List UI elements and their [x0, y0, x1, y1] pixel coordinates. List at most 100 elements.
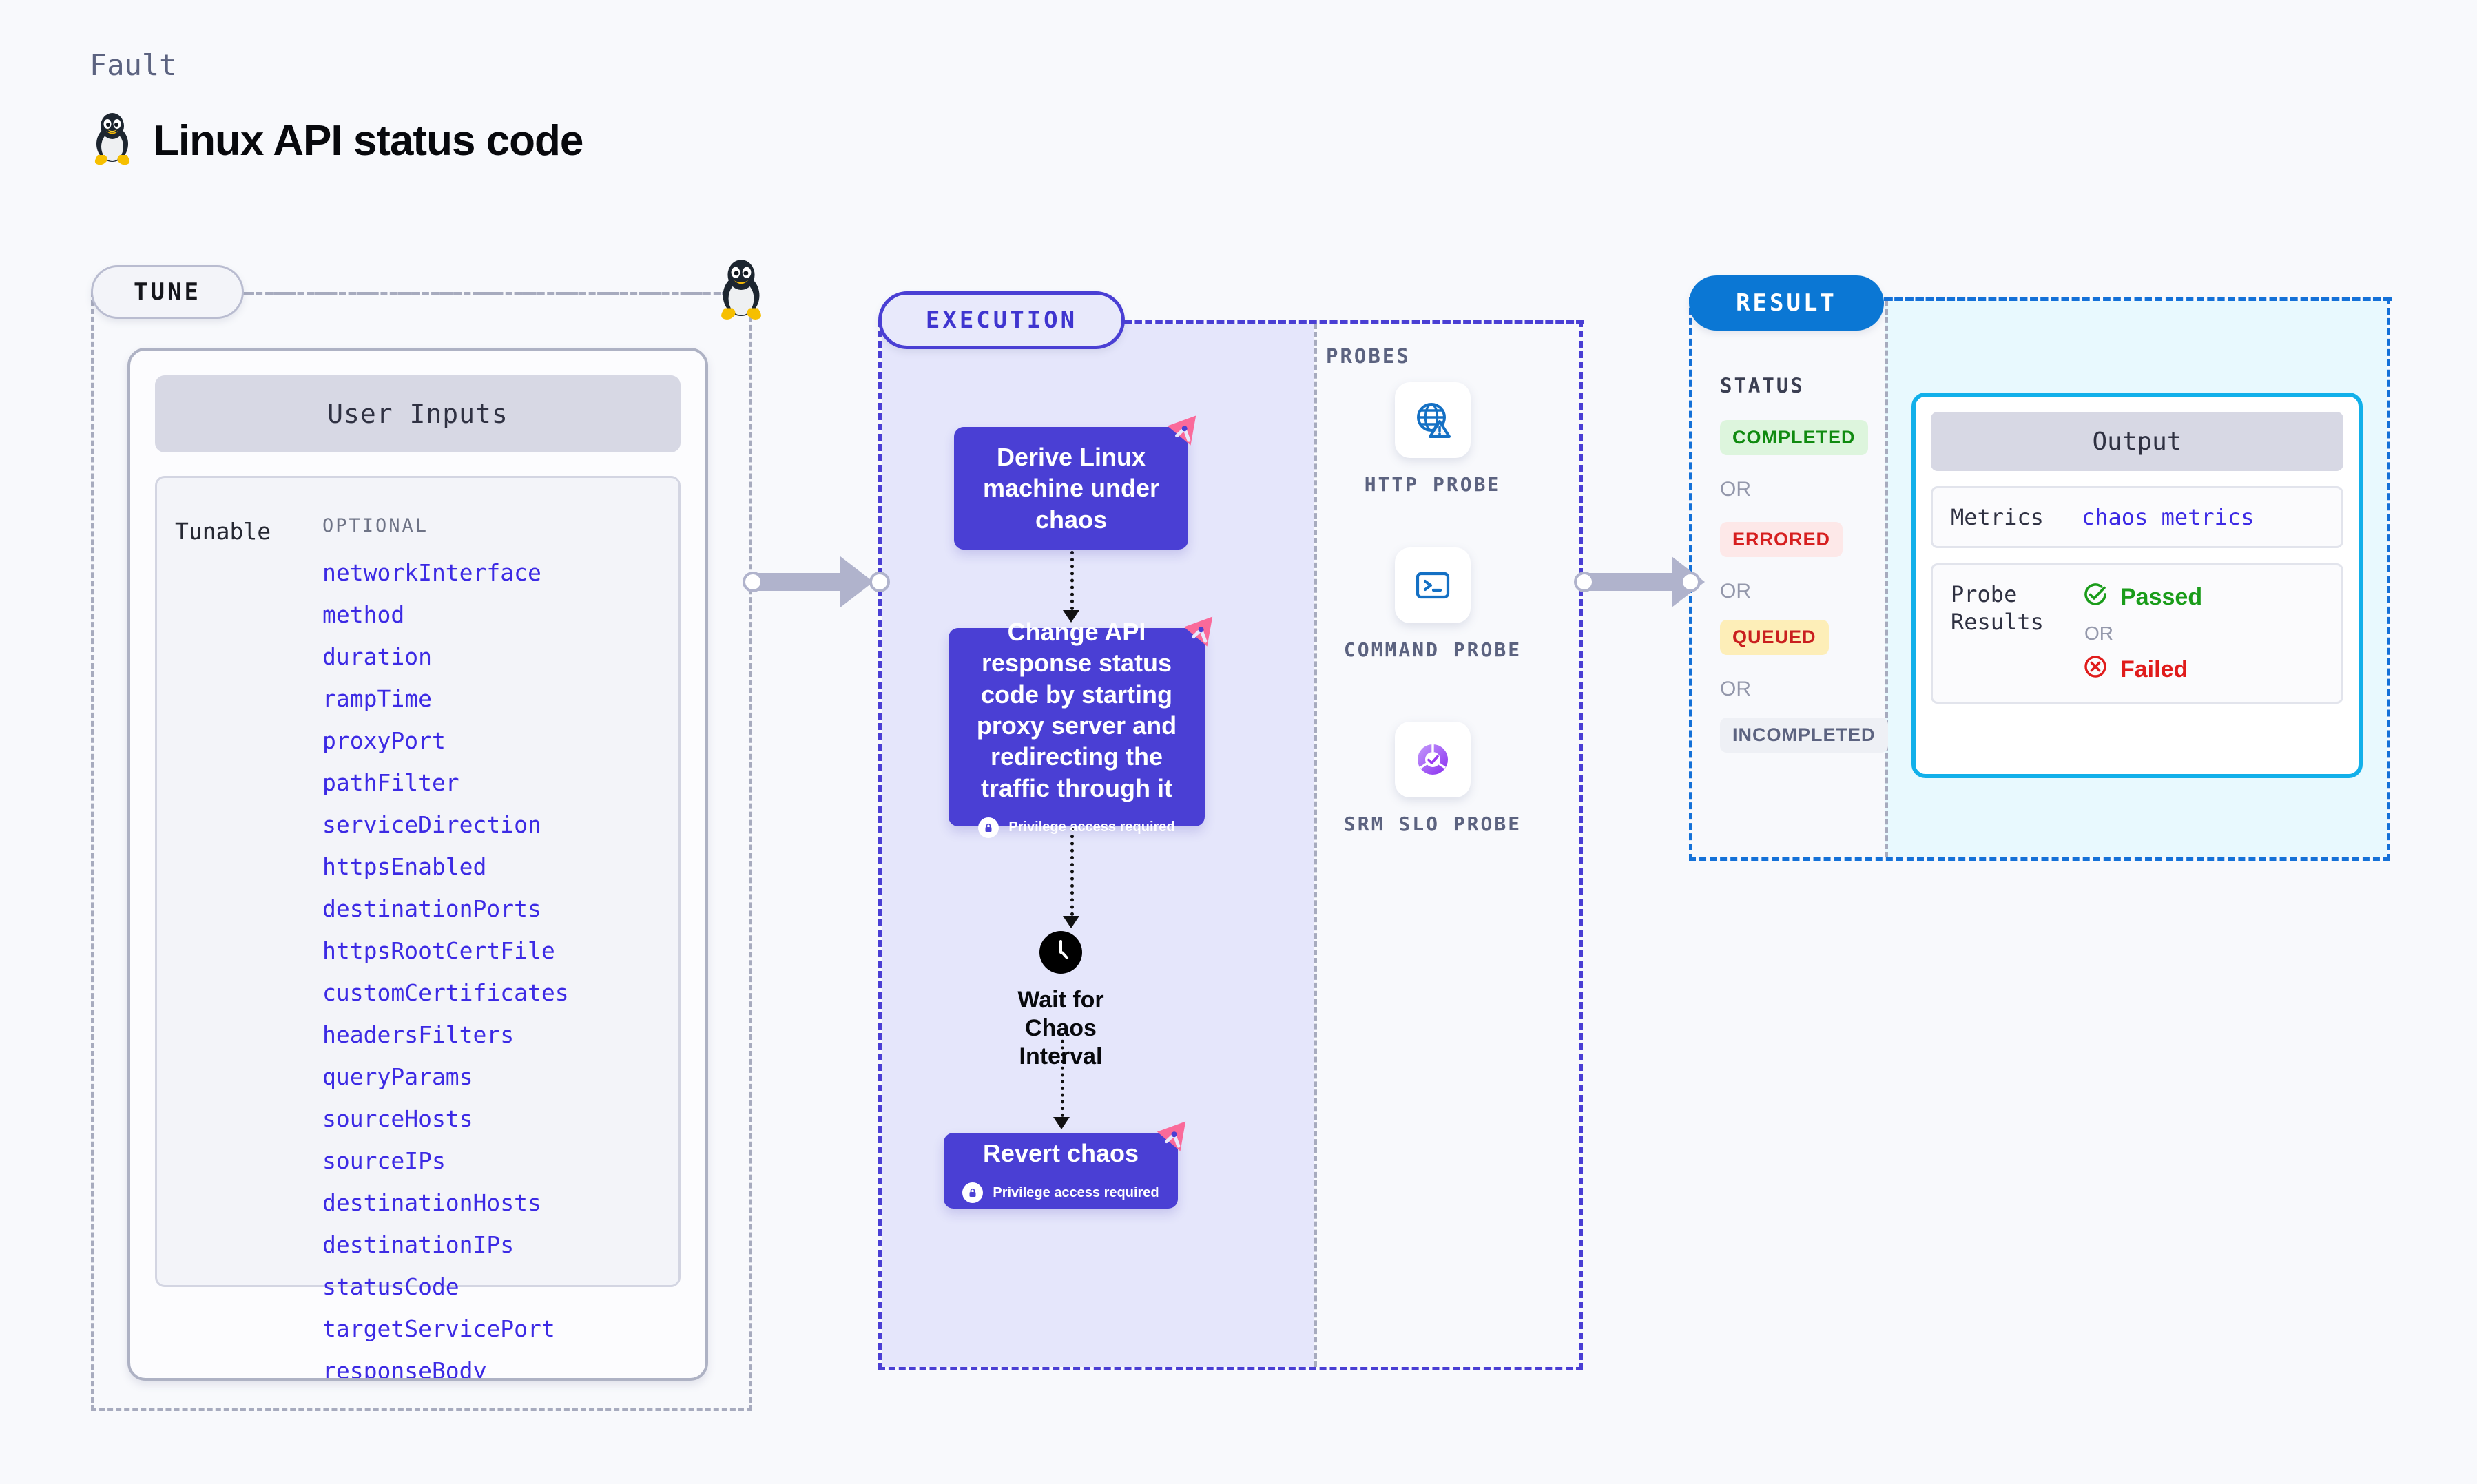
execution-section-pill[interactable]: EXECUTION: [878, 291, 1125, 349]
tunable-parameter[interactable]: destinationHosts: [322, 1189, 541, 1216]
execution-node-change-status-code[interactable]: Change API response status code by start…: [949, 616, 1213, 839]
lock-icon: [978, 817, 999, 839]
connector-tune-to-execution: [752, 556, 873, 607]
probe-caption: COMMAND PROBE: [1343, 638, 1522, 661]
chaos-logo-mark-icon: [1166, 412, 1205, 450]
result-leader-line: [1884, 297, 2392, 301]
privilege-notice: Privilege access required: [962, 1182, 1159, 1203]
tunable-parameter[interactable]: pathFilter: [322, 769, 459, 796]
execution-node-title: Revert chaos: [982, 1139, 1139, 1168]
linux-tux-penguin-icon: [90, 112, 135, 169]
tunable-parameter[interactable]: targetServicePort: [322, 1315, 555, 1342]
flow-connector-3: [1061, 1033, 1064, 1117]
execution-node-title: Change API response status code by start…: [976, 617, 1177, 802]
probe-caption: SRM SLO PROBE: [1343, 813, 1522, 835]
probe-command[interactable]: COMMAND PROBE: [1343, 547, 1522, 663]
tunable-parameter[interactable]: statusCode: [322, 1273, 459, 1300]
linux-tux-connector-icon: [715, 258, 767, 324]
probe-result-or: OR: [2084, 623, 2113, 644]
tunable-parameter[interactable]: destinationIPs: [322, 1231, 515, 1258]
privilege-label: Privilege access required: [1008, 819, 1175, 835]
fault-kicker: Fault: [90, 48, 177, 82]
user-inputs-title: User Inputs: [155, 375, 681, 452]
flow-arrow-3: [1053, 1117, 1070, 1129]
tunable-parameter[interactable]: serviceDirection: [322, 811, 541, 838]
globe-warning-icon: [1395, 382, 1471, 458]
probes-column-divider: [1314, 324, 1317, 1367]
chaos-logo-mark-icon: [1156, 1118, 1194, 1156]
failed-label: Failed: [2120, 656, 2188, 682]
execution-node-derive[interactable]: Derive Linux machine under chaos: [954, 415, 1196, 550]
probe-results-values: Passed OR Failed: [2082, 581, 2202, 687]
status-badge-label: ERRORED: [1732, 529, 1831, 550]
execution-node-revert-chaos[interactable]: Revert chaos Privilege access required: [944, 1121, 1186, 1209]
probe-http[interactable]: HTTP PROBE: [1343, 382, 1522, 498]
flow-connector-2: [1070, 828, 1074, 916]
tunable-parameter[interactable]: sourceHosts: [322, 1105, 473, 1132]
chaos-metrics-link[interactable]: chaos metrics: [2082, 504, 2255, 530]
flow-connector-1: [1070, 551, 1074, 610]
tunable-parameter[interactable]: responseBody: [322, 1357, 487, 1381]
tunable-parameter[interactable]: customCertificates: [322, 979, 569, 1006]
execution-node-title: Derive Linux machine under chaos: [982, 442, 1160, 534]
connector-execution-to-result: [1584, 556, 1705, 607]
tunable-parameter[interactable]: rampTime: [322, 685, 432, 712]
chaos-logo-mark-icon: [1183, 613, 1221, 651]
tunable-parameter[interactable]: networkInterface: [322, 559, 541, 586]
output-card: Output Metrics chaos metrics Probe Resul…: [1911, 393, 2363, 778]
wait-label: Wait for Chaos Interval: [1017, 987, 1104, 1069]
tunable-parameter[interactable]: proxyPort: [322, 727, 446, 754]
tunable-parameter[interactable]: httpsRootCertFile: [322, 937, 555, 964]
output-probe-results-row: Probe Results Passed OR: [1931, 563, 2343, 704]
status-or-3: OR: [1720, 678, 1751, 700]
flow-arrow-1: [1063, 610, 1079, 623]
probe-srm-slo[interactable]: SRM SLO PROBE: [1343, 722, 1522, 837]
tunable-parameter[interactable]: httpsEnabled: [322, 853, 487, 880]
status-badge-label: INCOMPLETED: [1732, 724, 1876, 745]
tunable-parameter[interactable]: sourceIPs: [322, 1147, 446, 1174]
status-or-2: OR: [1720, 580, 1751, 603]
connector-endpoint-probes: [1574, 572, 1595, 592]
tunable-parameter[interactable]: headersFilters: [322, 1021, 515, 1048]
page-title-row: Linux API status code: [90, 112, 583, 169]
tunable-parameter-list: OPTIONAL networkInterface method duration r…: [322, 496, 678, 1378]
check-circle-icon: [2082, 581, 2109, 614]
status-badge-queued: QUEUED: [1720, 620, 1829, 655]
x-circle-icon: [2082, 653, 2109, 687]
status-badge-incompleted: INCOMPLETED: [1720, 718, 1888, 753]
user-inputs-card: User Inputs Tunable OPTIONAL networkInte…: [127, 348, 708, 1381]
status-column-label: STATUS: [1720, 374, 1805, 397]
lock-icon: [962, 1182, 984, 1203]
probe-results-key: Probe Results: [1951, 581, 2044, 635]
terminal-icon: [1395, 547, 1471, 623]
wait-for-chaos-interval-node: Wait for Chaos Interval: [992, 931, 1130, 1070]
optional-label: OPTIONAL: [322, 515, 429, 536]
tune-section-pill[interactable]: TUNE: [91, 265, 244, 319]
tune-leader-line: [245, 292, 721, 295]
tunable-parameter[interactable]: method: [322, 601, 405, 628]
status-badge-label: QUEUED: [1732, 627, 1816, 647]
page-title: Linux API status code: [153, 116, 583, 165]
probe-result-failed: Failed: [2082, 653, 2202, 687]
page-header: Fault Linux API status code: [90, 48, 583, 169]
connector-endpoint-execution: [869, 572, 890, 592]
connector-endpoint-tune: [743, 572, 763, 592]
tunable-parameter[interactable]: queryParams: [322, 1063, 473, 1090]
status-badge-errored: ERRORED: [1720, 522, 1843, 557]
status-badge-label: COMPLETED: [1732, 427, 1856, 448]
metrics-key: Metrics: [1951, 504, 2044, 530]
tunable-parameter[interactable]: destinationPorts: [322, 895, 541, 922]
connector-endpoint-result: [1680, 572, 1701, 592]
status-badge-completed: COMPLETED: [1720, 420, 1868, 455]
output-card-title: Output: [1931, 412, 2343, 471]
slo-donut-check-icon: [1395, 722, 1471, 797]
result-section-pill[interactable]: RESULT: [1689, 275, 1884, 331]
clock-icon: [1039, 931, 1082, 974]
privilege-label: Privilege access required: [993, 1184, 1159, 1200]
status-or-1: OR: [1720, 478, 1751, 501]
tunable-parameter[interactable]: duration: [322, 643, 432, 670]
passed-label: Passed: [2120, 584, 2203, 610]
probes-section-label: PROBES: [1326, 344, 1411, 368]
privilege-notice: Privilege access required: [978, 817, 1175, 839]
